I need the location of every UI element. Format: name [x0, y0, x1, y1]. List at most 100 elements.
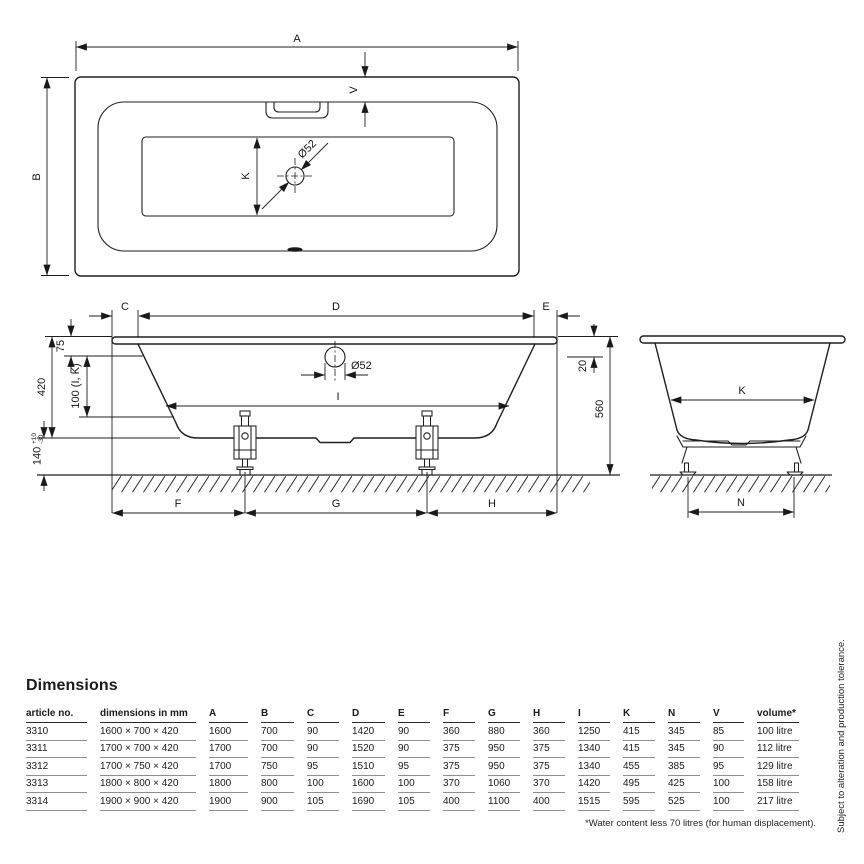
cell-article-no: 3310	[26, 723, 100, 741]
ground-hatch-side	[112, 475, 590, 493]
cell-article-no: 3314	[26, 793, 100, 811]
cell: 1420	[352, 723, 398, 741]
cell: 1600 × 700 × 420	[100, 723, 209, 741]
cell: 345	[668, 741, 713, 758]
column-header: E	[398, 707, 443, 723]
cell: 100	[307, 776, 352, 793]
cell: 1800 × 800 × 420	[100, 776, 209, 793]
dim-k-end: K	[670, 385, 815, 404]
cell: 1700 × 750 × 420	[100, 758, 209, 776]
plan-view: Ø52 A B V K	[31, 33, 520, 277]
cell: 1420	[578, 776, 623, 793]
cell: 95	[398, 758, 443, 776]
column-header: V	[713, 707, 757, 723]
cell: 700	[261, 723, 307, 741]
cell-volume: 129 litre	[757, 758, 812, 776]
cell: 700	[261, 741, 307, 758]
column-header: G	[488, 707, 533, 723]
dim-label-140-tol-plus: +10	[31, 433, 38, 444]
cell: 415	[623, 741, 668, 758]
cell: 385	[668, 758, 713, 776]
tub-body-end	[654, 342, 831, 445]
cell: 400	[443, 793, 488, 811]
cell: 1900	[209, 793, 261, 811]
dim-a: A	[75, 33, 519, 71]
cell: 950	[488, 758, 533, 776]
dim-label-h: H	[488, 498, 496, 510]
cell: 900	[261, 793, 307, 811]
table-row: 3312 1700 × 750 × 420 1700 750 95 1510 9…	[26, 758, 812, 776]
dim-i: I	[165, 391, 510, 410]
dim-560: 560	[594, 336, 614, 475]
dim-140: 140 +10 -30	[31, 421, 48, 491]
cell-volume: 100 litre	[757, 723, 812, 741]
tub-floor	[141, 136, 455, 217]
dim-label-140-tol-minus: -30	[38, 434, 45, 444]
cell: 455	[623, 758, 668, 776]
cell: 90	[713, 741, 757, 758]
cell: 1515	[578, 793, 623, 811]
drain-plan: Ø52	[261, 138, 329, 210]
cell: 1900 × 900 × 420	[100, 793, 209, 811]
cell: 880	[488, 723, 533, 741]
cell: 1100	[488, 793, 533, 811]
table-row: 3311 1700 × 700 × 420 1700 700 90 1520 9…	[26, 741, 812, 758]
cell: 595	[623, 793, 668, 811]
cell: 425	[668, 776, 713, 793]
cell: 90	[398, 723, 443, 741]
cell-volume: 217 litre	[757, 793, 812, 811]
dim-v: V	[348, 52, 369, 127]
dim-label-v: V	[348, 86, 360, 94]
column-header: A	[209, 707, 261, 723]
cell: 1510	[352, 758, 398, 776]
cell: 1340	[578, 741, 623, 758]
dim-100: 100 (I, K)	[70, 356, 91, 417]
cell: 400	[533, 793, 578, 811]
cell: 375	[533, 741, 578, 758]
table-header-row: article no. dimensions in mm A B C D E F…	[26, 707, 812, 723]
cell: 525	[668, 793, 713, 811]
cell: 1600	[352, 776, 398, 793]
ground-hatch-end	[652, 475, 830, 493]
cell: 95	[307, 758, 352, 776]
dim-label-20: 20	[577, 360, 589, 372]
dim-label-d: D	[332, 301, 340, 313]
tub-inner-rim	[97, 101, 498, 252]
cell: 1340	[578, 758, 623, 776]
cell: 90	[307, 723, 352, 741]
support-cradle	[676, 435, 807, 476]
dim-k-plan: K	[240, 137, 261, 216]
technical-drawing: Ø52 A B V K	[31, 33, 846, 518]
cell: 800	[261, 776, 307, 793]
cell: 370	[533, 776, 578, 793]
cell: 375	[443, 741, 488, 758]
cell: 360	[533, 723, 578, 741]
tub-body-side	[137, 343, 536, 444]
tub-outer-rim	[74, 76, 520, 277]
dim-label-b: B	[31, 173, 43, 180]
cell: 370	[443, 776, 488, 793]
dim-label-420: 420	[36, 378, 48, 396]
cell: 360	[443, 723, 488, 741]
dim-20: 20	[577, 324, 598, 373]
tub-foot-right	[415, 410, 439, 476]
dim-label-560: 560	[594, 400, 606, 418]
dim-label-k-plan: K	[240, 172, 252, 180]
dim-label-75: 75	[55, 340, 67, 352]
overflow-slot	[265, 101, 329, 119]
dim-420: 420	[36, 336, 56, 438]
column-header: D	[352, 707, 398, 723]
dim-label-i: I	[336, 391, 339, 403]
column-header: H	[533, 707, 578, 723]
cell: 95	[713, 758, 757, 776]
tolerance-side-note: Subject to alteration and production tol…	[836, 639, 847, 833]
cell: 1700 × 700 × 420	[100, 741, 209, 758]
table-row: 3310 1600 × 700 × 420 1600 700 90 1420 9…	[26, 723, 812, 741]
cell: 375	[443, 758, 488, 776]
dim-label-drain-side: Ø52	[351, 360, 372, 372]
dim-f: F	[112, 498, 245, 517]
cell: 750	[261, 758, 307, 776]
cell: 100	[713, 776, 757, 793]
column-header: B	[261, 707, 307, 723]
